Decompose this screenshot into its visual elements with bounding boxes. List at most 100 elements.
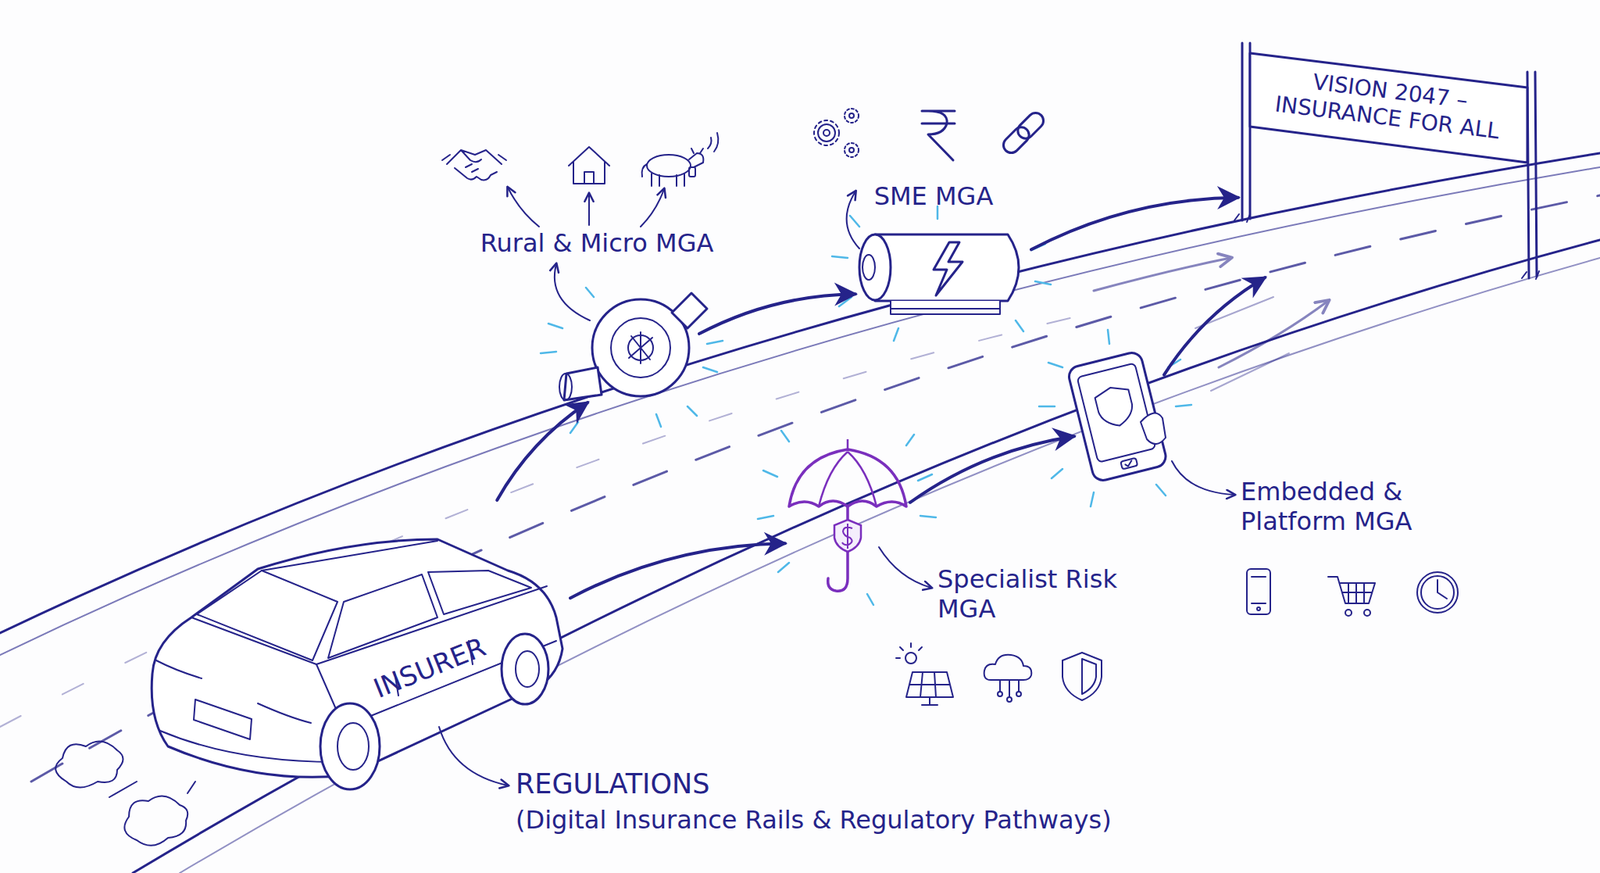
flow-arrow [496, 402, 588, 500]
flow-arrow [1031, 197, 1239, 250]
specialist-icons [1007, 696, 1012, 702]
rural-icons [707, 132, 718, 152]
phone-node: Embedded & Platform MGA [1074, 355, 1165, 481]
insurer-car [515, 650, 540, 687]
node-label: Specialist Risk MGA [937, 564, 1118, 625]
insurer-car [124, 796, 188, 846]
umbrella [842, 523, 853, 549]
umbrella [818, 439, 877, 507]
turbo [559, 373, 572, 400]
turbo [610, 317, 671, 378]
flow-arrow [910, 435, 1075, 503]
insurer-car [196, 570, 338, 661]
phone [1125, 460, 1133, 467]
flow-arrow [1164, 277, 1265, 375]
nitro-tank [862, 254, 875, 280]
sme-icons [849, 147, 854, 153]
specialist-icons [1016, 691, 1022, 697]
finish-banner [1234, 42, 1540, 279]
specialist-icons [984, 654, 1033, 680]
nitro-tank [933, 242, 963, 296]
specialist-icons [997, 691, 1003, 697]
sme-icons [844, 108, 859, 123]
sme-icons [817, 124, 836, 142]
turbo [540, 287, 723, 433]
turbo [671, 292, 708, 329]
sme-icons [1014, 109, 1047, 142]
road [132, 239, 1600, 873]
specialist-icons [905, 652, 917, 664]
node-label: SME MGA [839, 181, 1028, 211]
platform-icons [1345, 609, 1352, 616]
sme-icons [1000, 109, 1047, 156]
specialist-icons [896, 642, 1102, 705]
flow-arrow [570, 542, 786, 598]
platform-icons [1328, 576, 1375, 604]
finish-banner [1250, 53, 1528, 163]
car-node: INSURER [140, 500, 571, 805]
insurer-car [261, 540, 438, 571]
specialist-icons [1062, 652, 1102, 700]
rural-icons [568, 146, 610, 184]
leader-arrows [1171, 460, 1235, 495]
insurer-car [109, 781, 196, 797]
leader-arrows [588, 193, 590, 225]
nitro-tank [859, 234, 891, 300]
platform-icons [1246, 568, 1271, 615]
sme-icons [1000, 124, 1033, 157]
nitro-tank [832, 206, 1051, 341]
insurer-car [156, 660, 202, 679]
sme-icons [814, 108, 1047, 161]
leader-arrows [554, 264, 590, 321]
platform-icons [1257, 607, 1261, 611]
platform-icons [1364, 609, 1371, 616]
umbrella-node: Specialist Risk MGA [785, 453, 911, 602]
phone [1039, 329, 1192, 507]
insurer-car [257, 703, 311, 723]
motion-arrows [1195, 296, 1290, 391]
phone [1077, 363, 1157, 463]
flow-arrow [699, 293, 856, 334]
sme-icons [849, 113, 854, 118]
motion-arrows [1218, 300, 1329, 368]
platform-icons [1251, 576, 1266, 604]
node-label: VISION 2047 – INSURANCE FOR ALL [1251, 61, 1526, 147]
road [31, 195, 1600, 782]
nitro-tank [890, 300, 1000, 315]
finish-banner [1527, 71, 1537, 279]
leader-arrows [507, 187, 540, 227]
specialist-icons [1082, 658, 1097, 694]
umbrella [757, 430, 936, 605]
sme-icons [814, 120, 840, 146]
nitro-tank [890, 307, 1000, 310]
road [0, 312, 1094, 727]
banner-node: VISION 2047 – INSURANCE FOR ALL [1238, 42, 1536, 278]
motion-arrows [1093, 257, 1329, 391]
sme-icons [844, 142, 859, 158]
umbrella [757, 430, 936, 605]
road [0, 153, 1600, 633]
umbrella [789, 449, 907, 507]
insurer-car [337, 722, 369, 770]
umbrella [834, 519, 861, 552]
platform-icons [1421, 575, 1454, 609]
insurer-car [160, 730, 336, 762]
node-label: Embedded & Platform MGA [1240, 476, 1475, 537]
road [0, 153, 1600, 873]
motion-arrows [1093, 257, 1231, 291]
sme-icons [921, 110, 955, 161]
rural-icons [442, 132, 718, 186]
regulations-subtitle: (Digital Insurance Rails & Regulatory Pa… [515, 804, 1219, 835]
node-label: INSURER [343, 620, 515, 715]
phone [1067, 350, 1168, 483]
insurer-car [193, 699, 252, 740]
insurer-car [501, 633, 549, 704]
regulations-label: REGULATIONS [515, 767, 985, 800]
rural-icons [642, 148, 704, 186]
specialist-icons [906, 671, 954, 705]
leader-arrows [846, 191, 860, 249]
leader-arrows [439, 726, 508, 786]
phone [1067, 350, 1168, 483]
